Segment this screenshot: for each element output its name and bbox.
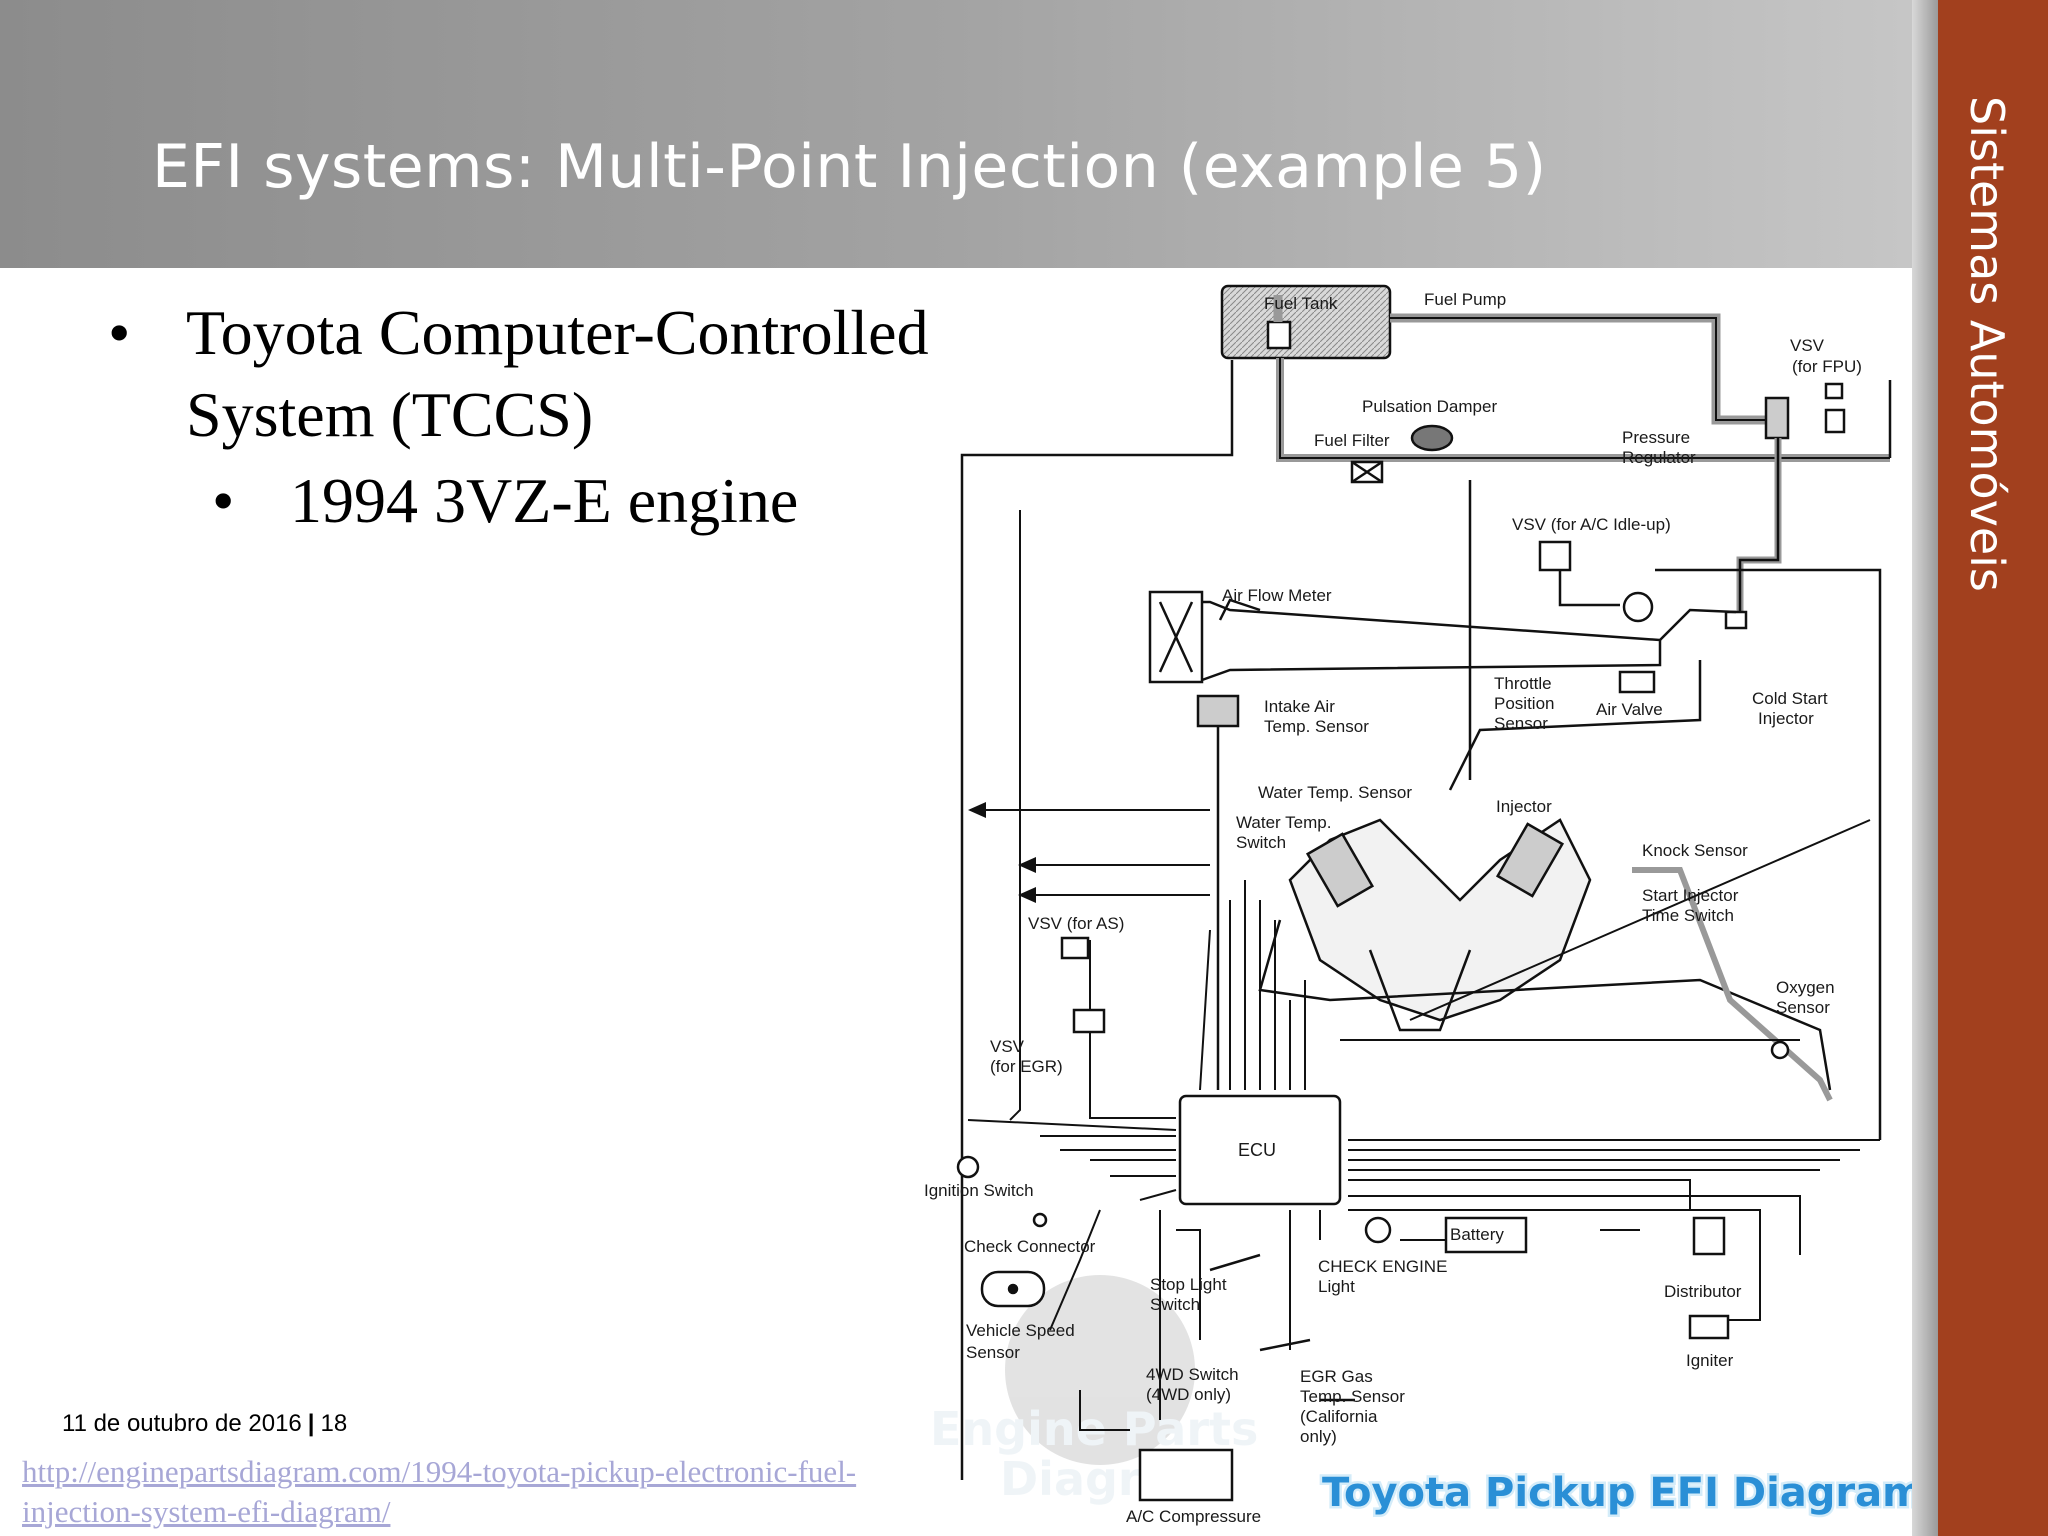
label-vsv-egr-2: (for EGR) xyxy=(990,1057,1063,1076)
page-number: 18 xyxy=(320,1410,348,1437)
label-intake-air-1: Intake Air xyxy=(1264,697,1335,716)
check-connector xyxy=(1032,1212,1048,1228)
cold-start-injector xyxy=(1724,610,1748,630)
slide-title: EFI systems: Multi-Point Injection (exam… xyxy=(152,132,1547,202)
efi-diagram: Engine Parts Diagram xyxy=(924,284,1913,1526)
label-throttle-2: Position xyxy=(1494,694,1554,713)
sidebar-band xyxy=(1938,0,2048,1536)
label-4wd-1: 4WD Switch xyxy=(1146,1365,1239,1384)
label-intake-air-2: Temp. Sensor xyxy=(1264,717,1369,736)
vsv-ac-idle xyxy=(1538,540,1572,572)
label-check-engine-2: Light xyxy=(1318,1277,1355,1296)
bullet-item: • Toyota Computer-Controlled System (TCC… xyxy=(108,292,1066,456)
label-vsv-fpu-1: VSV xyxy=(1790,336,1825,355)
label-vsv-ac: VSV (for A/C Idle-up) xyxy=(1512,515,1671,534)
bullet-text: Toyota Computer-Controlled System (TCCS) xyxy=(186,297,929,450)
bullet-list: • Toyota Computer-Controlled System (TCC… xyxy=(108,292,1066,542)
label-throttle-3: Sensor xyxy=(1494,714,1548,733)
label-air-flow-meter: Air Flow Meter xyxy=(1222,586,1332,605)
label-egr-gas-1: EGR Gas xyxy=(1300,1367,1373,1386)
watermark-banner: Toyota Pickup EFI Diagram xyxy=(1320,1468,1913,1519)
label-throttle-1: Throttle xyxy=(1494,674,1552,693)
label-egr-gas-4: only) xyxy=(1300,1427,1337,1446)
label-vsv-egr-1: VSV xyxy=(990,1037,1025,1056)
label-pressure-regulator-2: Regulator xyxy=(1622,448,1696,467)
label-fuel-pump: Fuel Pump xyxy=(1424,290,1506,309)
label-knock-sensor: Knock Sensor xyxy=(1642,841,1748,860)
battery xyxy=(1444,1216,1528,1254)
label-injector: Injector xyxy=(1496,797,1552,816)
label-vehicle-speed-1: Vehicle Speed xyxy=(966,1321,1075,1340)
bullet-dot: • xyxy=(212,465,235,536)
label-start-injector-2: Time Switch xyxy=(1642,906,1734,925)
label-air-valve: Air Valve xyxy=(1596,700,1663,719)
label-water-temp-switch-1: Water Temp. xyxy=(1236,813,1331,832)
label-fuel-filter: Fuel Filter xyxy=(1314,431,1390,450)
sub-bullet-text: 1994 3VZ-E engine xyxy=(290,465,799,536)
vsv-fpu xyxy=(1824,382,1844,400)
check-engine-light xyxy=(1364,1216,1392,1244)
ecu-and-sensors xyxy=(956,936,1730,1502)
label-check-engine-1: CHECK ENGINE xyxy=(1318,1257,1447,1276)
label-oxygen-1: Oxygen xyxy=(1776,978,1835,997)
label-cold-start-2: Injector xyxy=(1758,709,1814,728)
footer-separator: | xyxy=(307,1410,315,1437)
intake-air-temp-sensor xyxy=(1196,694,1240,728)
label-start-injector-1: Start Injector xyxy=(1642,886,1739,905)
label-fuel-tank: Fuel Tank xyxy=(1264,294,1338,313)
ac-compressor xyxy=(1138,1448,1234,1502)
label-vsv-as: VSV (for AS) xyxy=(1028,914,1124,933)
igniter xyxy=(1688,1314,1730,1340)
vsv-egr xyxy=(1072,1008,1106,1034)
label-egr-gas-2: Temp. Sensor xyxy=(1300,1387,1405,1406)
label-vehicle-speed-2: Sensor xyxy=(966,1343,1020,1362)
watermark-banner-text: Toyota Pickup EFI Diagram xyxy=(1322,1470,1912,1516)
label-ac-compressor: A/C Compressure xyxy=(1126,1507,1261,1526)
label-battery: Battery xyxy=(1450,1225,1504,1244)
label-stop-light-2: Switch xyxy=(1150,1295,1200,1314)
label-distributor: Distributor xyxy=(1664,1282,1742,1301)
ignition-switch xyxy=(956,1155,980,1179)
diagram-labels: Fuel Tank Fuel Pump VSV (for FPU) Pulsat… xyxy=(924,290,1862,1526)
label-water-temp-sensor: Water Temp. Sensor xyxy=(1258,783,1412,802)
label-4wd-2: (4WD only) xyxy=(1146,1385,1231,1404)
fuel-system xyxy=(960,284,1892,1480)
bullet-dot: • xyxy=(108,297,131,368)
oxygen-sensor xyxy=(1770,1040,1790,1060)
label-stop-light-1: Stop Light xyxy=(1150,1275,1227,1294)
footer: 11 de outubro de 2016|18 xyxy=(62,1410,347,1438)
ecu-box xyxy=(1178,1094,1342,1206)
label-ignition-switch: Ignition Switch xyxy=(924,1181,1034,1200)
title-bar xyxy=(0,0,1912,268)
label-igniter: Igniter xyxy=(1686,1351,1734,1370)
label-water-temp-switch-2: Switch xyxy=(1236,833,1286,852)
fuel-pump xyxy=(1266,320,1292,350)
label-vsv-fpu-2: (for FPU) xyxy=(1792,357,1862,376)
wiring xyxy=(967,510,1880,1431)
air-valve xyxy=(1618,670,1656,694)
distributor xyxy=(1692,1216,1726,1256)
engine-block xyxy=(1258,818,1833,1102)
pressure-regulator xyxy=(1764,396,1790,440)
label-pressure-regulator-1: Pressure xyxy=(1622,428,1690,447)
label-ecu: ECU xyxy=(1238,1140,1276,1160)
intake-system xyxy=(1148,540,1882,1140)
label-check-connector: Check Connector xyxy=(964,1237,1096,1256)
footer-date: 11 de outubro de 2016 xyxy=(62,1410,302,1437)
source-link[interactable]: http://enginepartsdiagram.com/1994-toyot… xyxy=(22,1454,857,1529)
vsv-as xyxy=(1060,936,1090,960)
label-pulsation-damper: Pulsation Damper xyxy=(1362,397,1497,416)
sidebar-label: Sistemas Automóveis xyxy=(1960,96,2014,592)
label-egr-gas-3: (California xyxy=(1300,1407,1378,1426)
label-oxygen-2: Sensor xyxy=(1776,998,1830,1017)
pulsation-damper xyxy=(1410,424,1454,452)
sub-bullet-item: • 1994 3VZ-E engine xyxy=(212,460,1066,542)
label-cold-start-1: Cold Start xyxy=(1752,689,1828,708)
sidebar-shadow xyxy=(1912,0,1938,1536)
throttle-position-sensor xyxy=(1622,591,1654,623)
